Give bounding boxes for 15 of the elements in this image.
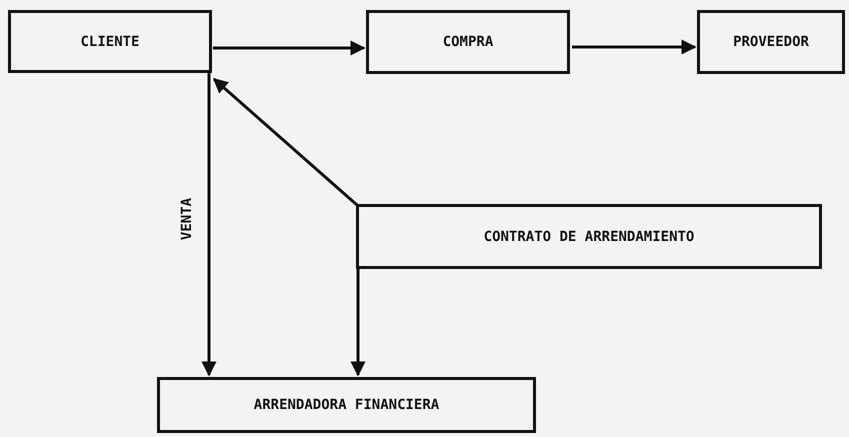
box-label: ARRENDADORA FINANCIERA — [254, 397, 440, 413]
process-box — [366, 10, 570, 74]
box-label: PROVEEDOR — [733, 34, 809, 50]
box-label: CONTRATO DE ARRENDAMIENTO — [484, 228, 694, 244]
box-label: COMPRA — [442, 34, 494, 50]
arrow — [350, 269, 366, 376]
process-box — [697, 10, 845, 74]
arrow — [202, 73, 216, 376]
box-label: CLIENTE — [80, 34, 140, 50]
arrow — [572, 40, 696, 54]
process-box — [356, 204, 822, 269]
arrow — [213, 40, 366, 56]
process-box — [157, 377, 536, 433]
arrow — [212, 78, 358, 206]
process-box — [8, 10, 212, 73]
